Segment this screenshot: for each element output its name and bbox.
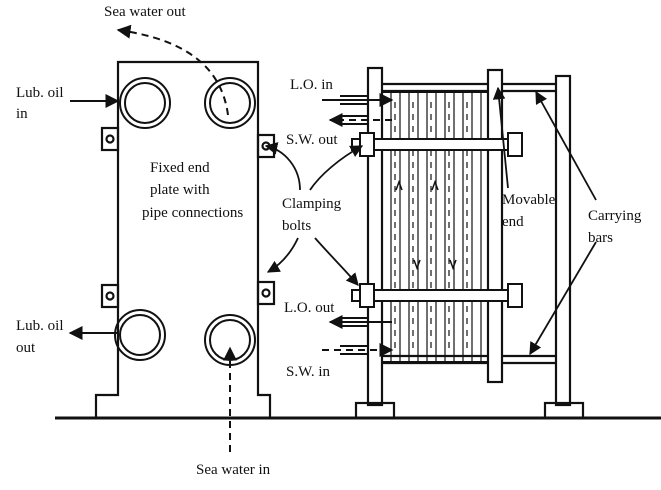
- port-sea-water-in: [204, 314, 256, 366]
- label-lub-oil-in-1: Lub. oil: [16, 85, 64, 101]
- arrow-sea-water-out: [116, 24, 229, 116]
- label-sea-water-out: Sea water out: [104, 4, 186, 20]
- carrying-bar-leaders: [529, 90, 597, 356]
- pipe-connections: [340, 95, 368, 355]
- movable-end: [486, 68, 504, 384]
- clamping-bolt-lower: [351, 283, 523, 308]
- port-sea-water-out: [204, 77, 256, 129]
- label-sw-out: S.W. out: [286, 132, 338, 148]
- port-lub-oil-out: [114, 309, 166, 361]
- label-lub-oil-in-2: in: [16, 106, 28, 122]
- port-lub-oil-in: [119, 77, 171, 129]
- plate-pack: [381, 91, 489, 363]
- movable-end-leader: [492, 86, 509, 189]
- label-movable-2: end: [502, 214, 524, 230]
- clamping-leaders: [264, 142, 364, 286]
- label-clamping-1: Clamping: [282, 196, 342, 212]
- label-lub-oil-out-1: Lub. oil: [16, 318, 64, 334]
- label-lo-in: L.O. in: [290, 77, 333, 93]
- label-clamping-2: bolts: [282, 218, 311, 234]
- label-sw-in: S.W. in: [286, 364, 331, 380]
- label-lo-out: L.O. out: [284, 300, 335, 316]
- label-movable-1: Movable: [502, 192, 556, 208]
- label-sea-water-in: Sea water in: [196, 462, 271, 478]
- label-fixed-end-3: pipe connections: [142, 205, 243, 221]
- label-fixed-end-1: Fixed end: [150, 160, 210, 176]
- fixed-end-plate: [94, 60, 276, 420]
- clamping-bolt-upper: [351, 132, 523, 157]
- label-carrying-2: bars: [588, 230, 613, 246]
- label-lub-oil-out-2: out: [16, 340, 36, 356]
- label-carrying-1: Carrying: [588, 208, 642, 224]
- label-fixed-end-2: plate with: [150, 182, 210, 198]
